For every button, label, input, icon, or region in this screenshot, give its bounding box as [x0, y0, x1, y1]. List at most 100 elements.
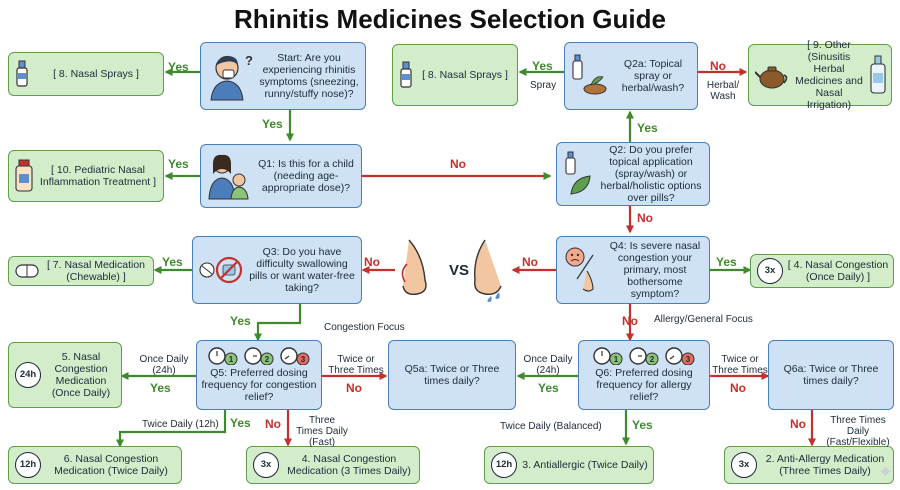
edge-label-three-times: Three Times Daily (Fast)	[296, 415, 348, 448]
question-text: Q5: Preferred dosing frequency for conge…	[201, 367, 317, 403]
result-label: 4. Nasal Congestion Medication (3 Times …	[287, 453, 411, 477]
clock-2-icon: 2	[244, 347, 274, 365]
edge-label-yes: Yes	[150, 381, 171, 395]
12h-clock-icon: 12h	[491, 452, 517, 478]
three-times-badge-icon: 3x	[757, 258, 783, 284]
result-nasal-sprays-mid: [ 8. Nasal Sprays ]	[392, 44, 518, 106]
badge: 3x	[253, 452, 279, 478]
edge-label-twice-or-three: Twice or Three Times	[712, 354, 768, 376]
edge-label-yes: Yes	[532, 59, 553, 73]
result-label: [ 4. Nasal Congestion (Once Daily) ]	[787, 259, 889, 283]
question-q2a: Q2a: Topical spray or herbal/wash?	[564, 42, 698, 110]
parent-child-icon	[207, 152, 251, 200]
result-label: [ 7. Nasal Medication (Chewable) ]	[46, 259, 146, 283]
question-text: Q1: Is this for a child (needing age-app…	[258, 158, 354, 194]
edge-label-yes: Yes	[716, 255, 737, 269]
sparkle-icon: ✦	[878, 462, 894, 482]
pediatric-medicine-bottle-icon	[15, 159, 33, 193]
clock-2-icon: 2	[629, 347, 659, 365]
edge-label-twice-daily-balanced: Twice Daily (Balanced)	[500, 421, 602, 432]
question-q5a: Q5a: Twice or Three times daily?	[388, 340, 516, 410]
edge-label-twice-daily: Twice Daily (12h)	[142, 419, 219, 430]
question-text: Q5a: Twice or Three times daily?	[404, 363, 500, 387]
question-q4: Q4: Is severe nasal congestion your prim…	[556, 236, 710, 304]
edge-label-congestion-focus: Congestion Focus	[324, 322, 405, 333]
spray-and-herbal-icon	[571, 51, 609, 101]
result-chewable: [ 7. Nasal Medication (Chewable) ]	[8, 256, 154, 286]
three-times-badge-icon: 3x	[253, 452, 279, 478]
edge-label-three-times-flexible: Three Times Daily (Fast/Flexible)	[826, 415, 890, 448]
svg-text:1: 1	[614, 355, 619, 364]
page-title: Rhinitis Medicines Selection Guide	[234, 4, 666, 34]
no-pills-icon	[199, 255, 243, 285]
result-label: 3. Antiallergic (Twice Daily)	[522, 459, 648, 471]
edge-label-once-daily: Once Daily (24h)	[139, 354, 189, 376]
sneezing-person-icon: ?	[207, 51, 253, 101]
nose-comparison-graphic	[395, 236, 513, 304]
three-times-badge-icon: 3x	[731, 452, 757, 478]
edge-label-yes: Yes	[262, 117, 283, 131]
result-label: [ 8. Nasal Sprays ]	[422, 69, 508, 81]
question-q6a: Q6a: Twice or Three times daily?	[768, 340, 894, 410]
question-text: Q6a: Twice or Three times daily?	[783, 363, 879, 387]
vs-label: VS	[449, 262, 470, 279]
clock-1-icon: 1	[208, 347, 238, 365]
clock-3-icon: 3	[280, 347, 310, 365]
question-text: Q6: Preferred dosing frequency for aller…	[595, 367, 693, 403]
dosing-clocks-icon: 1 2 3	[593, 347, 695, 365]
edge-label-no: No	[730, 381, 746, 395]
clock-1-icon: 1	[593, 347, 623, 365]
edge-label-yes: Yes	[637, 121, 658, 135]
result-congestion-three-times: 3x 4. Nasal Congestion Medication (3 Tim…	[246, 446, 420, 484]
edge-label-twice-or-three: Twice or Three Times	[328, 354, 384, 376]
edge-q5-twice-daily	[116, 410, 227, 448]
badge: 12h	[15, 452, 41, 478]
edge-label-yes: Yes	[230, 314, 251, 328]
question-text: Q3: Do you have difficulty swallowing pi…	[249, 246, 355, 294]
result-congestion-once-daily: 24h 5. Nasal Congestion Medication (Once…	[8, 342, 122, 408]
edge-label-yes: Yes	[162, 255, 183, 269]
badge: 3x	[731, 452, 757, 478]
spray-leaf-icon	[563, 150, 593, 198]
edge-label-no: No	[710, 59, 726, 73]
svg-text:1: 1	[229, 355, 234, 364]
edge-label-yes: Yes	[230, 416, 251, 430]
nasal-rinse-bottle-icon	[869, 55, 887, 95]
edge-label-yes: Yes	[168, 157, 189, 171]
edge-q3-yes-q5	[254, 304, 302, 342]
blocked-vs-runny-nose-icon	[401, 239, 502, 302]
edge-label-no: No	[637, 211, 653, 225]
edge-label-no: No	[522, 255, 538, 269]
nasal-spray-icon	[15, 60, 29, 88]
12h-clock-icon: 12h	[15, 452, 41, 478]
result-label: [ 8. Nasal Sprays ]	[53, 68, 139, 80]
congested-face-icon	[563, 245, 601, 295]
edge-label-yes: Yes	[632, 418, 653, 432]
result-antiallergic-twice: 12h 3. Antiallergic (Twice Daily)	[484, 446, 654, 484]
question-text: Q4: Is severe nasal congestion your prim…	[609, 240, 701, 300]
edge-label-once-daily: Once Daily (24h)	[523, 354, 573, 376]
teapot-icon	[755, 60, 789, 90]
question-text: Q2: Do you prefer topical application (s…	[600, 144, 702, 204]
edge-label-no: No	[346, 381, 362, 395]
start-question: ? Start: Are you experiencing rhinitis s…	[200, 42, 366, 110]
svg-text:3: 3	[301, 355, 306, 364]
result-other-herbal: [ 9. Other (Sinusitis Herbal Medicines a…	[748, 39, 892, 111]
svg-text:2: 2	[265, 355, 270, 364]
chewable-tablet-icon	[15, 264, 39, 278]
question-q2: Q2: Do you prefer topical application (s…	[556, 142, 710, 206]
edge-label-no: No	[450, 157, 466, 171]
edge-label-spray: Spray	[530, 80, 557, 91]
clock-3-icon: 3	[665, 347, 695, 365]
result-congestion-twice-daily: 12h 6. Nasal Congestion Medication (Twic…	[8, 446, 182, 484]
result-label: 6. Nasal Congestion Medication (Twice Da…	[54, 453, 168, 477]
result-nasal-congestion-once: 3x [ 4. Nasal Congestion (Once Daily) ]	[750, 254, 894, 288]
svg-text:?: ?	[245, 53, 253, 68]
question-q1: Q1: Is this for a child (needing age-app…	[200, 144, 362, 208]
result-label: [ 9. Other (Sinusitis Herbal Medicines a…	[795, 39, 863, 111]
badge: 3x	[757, 258, 783, 284]
dosing-clocks-icon: 1 2 3	[208, 347, 310, 365]
edge-label-yes: Yes	[168, 60, 189, 74]
result-anti-allergy-three-times: 3x 2. Anti-Allergy Medication (Three Tim…	[724, 446, 894, 484]
